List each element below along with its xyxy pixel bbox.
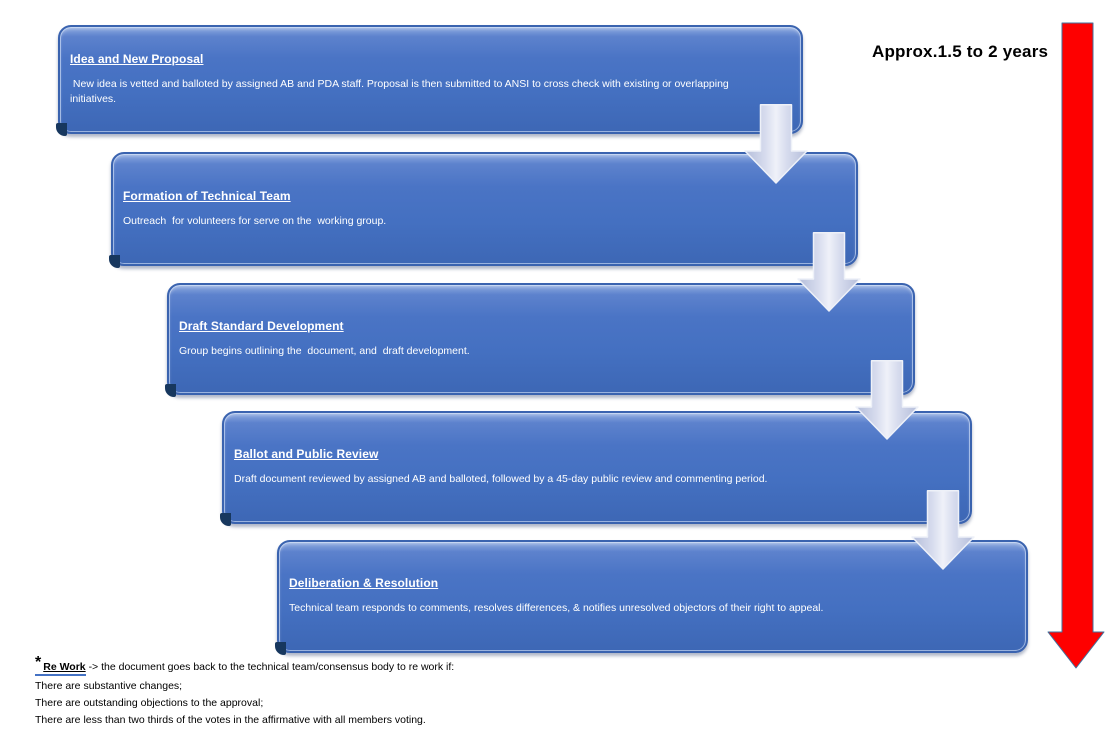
footnote-condition: There are substantive changes; [35, 680, 183, 692]
step-description: Draft document reviewed by assigned AB a… [234, 473, 768, 486]
step-box-formation-of-technical-team: Formation of Technical Team Outreach for… [109, 152, 858, 268]
down-arrow-icon [911, 490, 975, 570]
down-arrow-icon [797, 232, 861, 312]
step-title: Ballot and Public Review [234, 447, 379, 462]
footnote-rework-line: *Re Work -> the document goes back to th… [35, 654, 454, 676]
down-arrow-icon [855, 360, 919, 440]
footnote-asterisk: * [35, 654, 42, 671]
step-box-ballot-and-public-review: Ballot and Public Review Draft document … [220, 411, 972, 526]
step-title: Deliberation & Resolution [289, 576, 439, 591]
step-description: Group begins outlining the document, and… [179, 344, 470, 357]
footnote: *Re Work -> the document goes back to th… [35, 654, 454, 729]
step-description: Outreach for volunteers for serve on the… [123, 214, 387, 227]
footnote-intro: -> the document goes back to the technic… [88, 661, 455, 673]
step-box-idea-and-new-proposal: Idea and New Proposal New idea is vetted… [56, 25, 803, 136]
step-description: New idea is vetted and balloted by assig… [70, 77, 732, 105]
step-box-draft-standard-development: Draft Standard Development Group begins … [165, 283, 915, 397]
timeline-duration-label: Approx.1.5 to 2 years [872, 42, 1049, 61]
timeline-down-arrow-icon [1047, 22, 1105, 669]
footnote-term: Re Work [43, 661, 86, 673]
footnote-condition: There are outstanding objections to the … [35, 697, 264, 709]
step-description: Technical team responds to comments, res… [289, 602, 824, 615]
step-title: Formation of Technical Team [123, 188, 291, 203]
down-arrow-icon [744, 104, 808, 184]
step-title: Draft Standard Development [179, 318, 344, 333]
step-box-deliberation-and-resolution: Deliberation & Resolution Technical team… [275, 540, 1028, 655]
footnote-rework-underline: *Re Work [35, 654, 86, 676]
footnote-condition: There are less than two thirds of the vo… [35, 714, 426, 726]
step-title: Idea and New Proposal [70, 51, 204, 66]
